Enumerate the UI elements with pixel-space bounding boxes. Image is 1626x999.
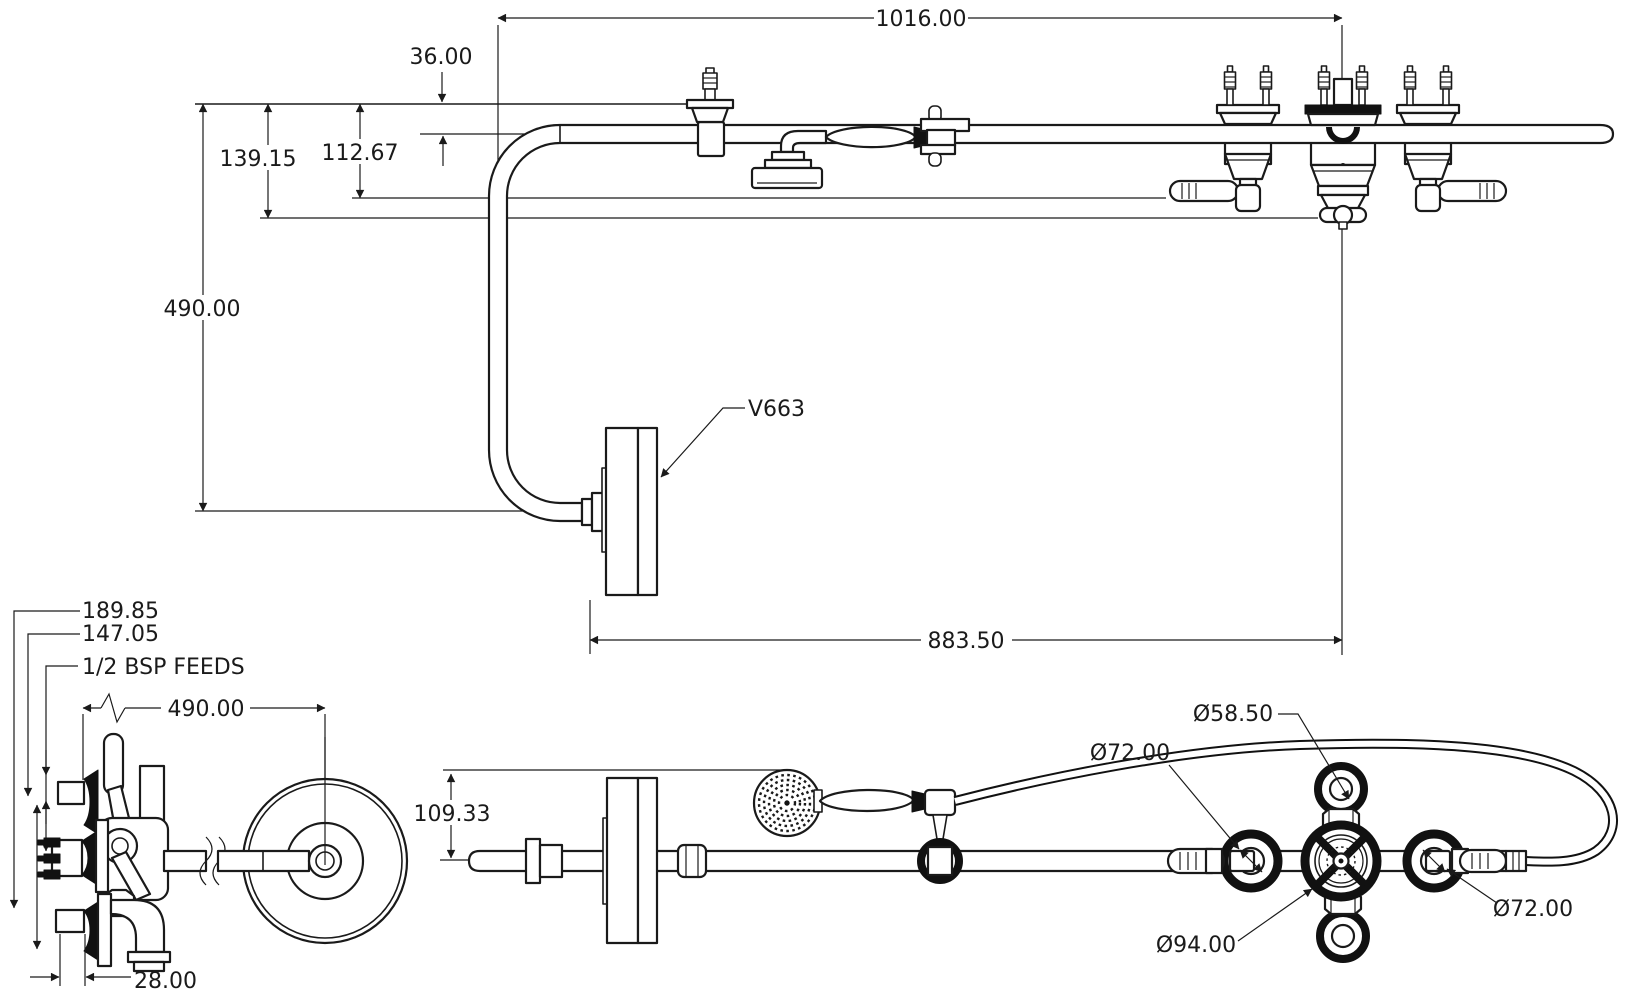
- break-symbol: [100, 692, 126, 724]
- slider-clamp-ring: [917, 838, 963, 884]
- feed-elbow: [109, 898, 166, 954]
- upper-feed-leader: [9, 610, 80, 909]
- end-view: 189.85 147.05 1/2 BSP FEEDS 490.00 28.00: [9, 599, 409, 994]
- dim-riser-drop: 490.00: [164, 297, 241, 322]
- end-lever: [102, 732, 125, 796]
- dim-feed-offset: 28.00: [134, 969, 197, 994]
- riser-pipe: [487, 123, 1615, 523]
- dim-handle-drop: 139.15: [220, 147, 297, 172]
- dim-upper-feed: 189.85: [82, 599, 159, 624]
- shower-hose: [953, 738, 1618, 867]
- bsp-feed-spigots: [37, 837, 61, 880]
- hose-nut: [1504, 849, 1528, 873]
- handset-head-side: [750, 166, 824, 190]
- left-valve-dia-leader: [1168, 764, 1240, 850]
- dim-left-valve-diameter: Ø72.00: [1090, 741, 1170, 766]
- diverter-valve: [1304, 65, 1382, 230]
- feeds-leader: [41, 665, 78, 852]
- hot-valve-lever-plan: [1166, 847, 1256, 875]
- side-elevation-view: 1016.00 36.00 112.67 139.15 490.00 883.5…: [158, 5, 1615, 655]
- wall-bracket-plan: [676, 843, 708, 879]
- label-bsp-feeds: 1/2 BSP FEEDS: [82, 655, 245, 680]
- head-stub-step: [580, 497, 594, 527]
- handset-swivel: [923, 788, 957, 817]
- part-label: V663: [748, 397, 805, 422]
- cold-valve-lever: [1414, 179, 1508, 213]
- dim-right-valve-diameter: Ø72.00: [1493, 897, 1573, 922]
- dim-handset-offset: 109.33: [414, 802, 491, 827]
- upper-feed-stem: [56, 780, 86, 806]
- dim-head-to-valve: 883.50: [928, 629, 1005, 654]
- hot-valve-lever: [1168, 179, 1262, 213]
- lower-feed-bell: [83, 901, 99, 961]
- plan-view: 109.33 Ø58.50 Ø72.00 Ø94.00 Ø72.00: [407, 702, 1618, 959]
- handset-body-side: [824, 125, 918, 149]
- overhead-rose-plan: [602, 776, 659, 945]
- overhead-shower-head-side: [601, 426, 659, 597]
- dim-drop-offset: 36.00: [410, 45, 473, 70]
- arm-stub: [162, 849, 208, 873]
- dim-eye-diameter: Ø58.50: [1193, 702, 1273, 727]
- hand-shower-plan: [752, 768, 963, 884]
- dim-lower-feed: 147.05: [82, 622, 159, 647]
- top-eye-fitting: [1318, 766, 1364, 812]
- part-label-leader: [660, 407, 745, 478]
- valve-assembly-end-view: [37, 732, 226, 973]
- handset-body-plan: [818, 788, 916, 813]
- handset-elbow: [779, 129, 828, 154]
- dim-valve-to-head: 490.00: [168, 697, 245, 722]
- dim-center-valve-diameter: Ø94.00: [1156, 933, 1236, 958]
- right-valve-dia-leader: [1446, 868, 1498, 904]
- center-valve-dia-leader: [1237, 888, 1313, 942]
- lower-feed-leader: [23, 633, 80, 797]
- lower-feed-stem: [54, 908, 86, 934]
- cold-valve-lever-plan: [1424, 847, 1528, 875]
- middle-feed-bell: [81, 831, 97, 885]
- dim-overall-width: 1016.00: [876, 7, 967, 32]
- hand-shower-side: [750, 105, 971, 190]
- overhead-rose-front: [216, 737, 409, 945]
- diverter-valve-plan: [1300, 820, 1382, 902]
- wall-bracket: [685, 67, 735, 158]
- bottom-eye-fitting: [1320, 913, 1366, 959]
- eye-dia-leader: [1278, 713, 1350, 800]
- dim-lever-drop: 112.67: [322, 141, 399, 166]
